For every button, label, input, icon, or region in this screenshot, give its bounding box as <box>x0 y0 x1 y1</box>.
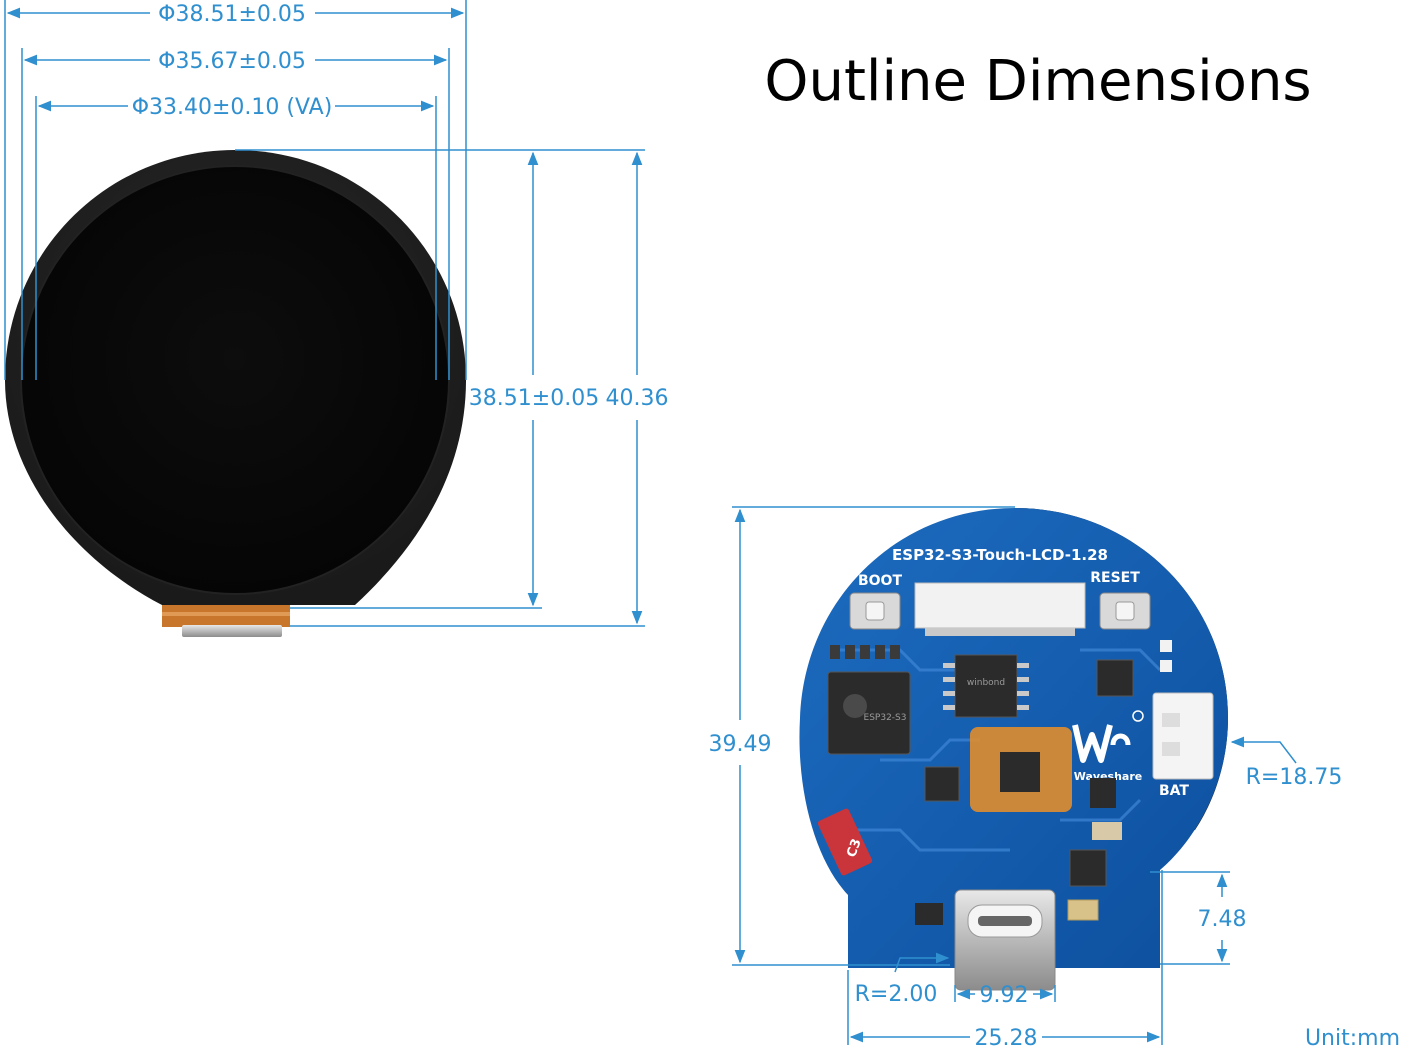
corner-radius-label: R=2.00 <box>855 982 938 1007</box>
pcb-height-label: 39.49 <box>709 732 772 757</box>
lcd-connector <box>182 625 282 637</box>
lcd-panel-diameter-label: Φ35.67±0.05 <box>158 49 306 74</box>
flash-chip-text: winbond <box>967 678 1005 688</box>
fpc-connector <box>914 582 1086 636</box>
waveshare-logo-icon <box>1072 710 1144 763</box>
boot-label: BOOT <box>858 573 902 589</box>
page-title: Outline Dimensions <box>764 49 1311 114</box>
reset-label: RESET <box>1090 570 1140 586</box>
unit-label: Unit:mm <box>1305 1026 1400 1050</box>
lcd-viewing-area-label: Φ33.40±0.10 (VA) <box>132 95 333 120</box>
pcb-dimensions: 39.49 R=18.75 7.48 R=2.00 9.92 25.28 <box>709 506 1343 1050</box>
lcd-horizontal-dimensions: Φ38.51±0.05 Φ35.67±0.05 Φ33.40±0.10 (VA) <box>4 0 467 380</box>
bat-label: BAT <box>1159 783 1189 799</box>
lcd-screen <box>21 166 449 594</box>
pcb-board: ESP32-S3-Touch-LCD-1.28 BOOT RESET ESP32 <box>799 508 1228 991</box>
battery-connector <box>1152 692 1214 780</box>
capacitor-label: C3 <box>844 837 864 860</box>
lcd-panel-height-label: 38.51±0.05 <box>469 386 599 411</box>
esp32-chip-text: ESP32-S3 <box>864 713 907 723</box>
flash-chip: winbond <box>943 654 1029 718</box>
pcb-radius-label: R=18.75 <box>1246 765 1343 790</box>
reset-button[interactable] <box>1099 592 1151 630</box>
usb-height-label: 7.48 <box>1198 907 1247 932</box>
lcd-vertical-dimensions: 38.51±0.05 40.36 <box>235 149 669 627</box>
board-name-silkscreen: ESP32-S3-Touch-LCD-1.28 <box>892 546 1108 564</box>
round-lcd-display <box>5 150 466 637</box>
esp32-s3-chip: ESP32-S3 <box>827 671 911 755</box>
capacitor-c3: C3 <box>817 808 873 876</box>
lcd-total-height-label: 40.36 <box>606 386 669 411</box>
imu-chip <box>1096 659 1134 697</box>
boot-button[interactable] <box>849 592 901 630</box>
usb-c-port-icon[interactable] <box>954 889 1056 991</box>
lcd-outer-diameter-label: Φ38.51±0.05 <box>158 2 306 27</box>
pcb-width-label: 25.28 <box>975 1026 1038 1050</box>
usb-width-label: 9.92 <box>980 983 1029 1008</box>
